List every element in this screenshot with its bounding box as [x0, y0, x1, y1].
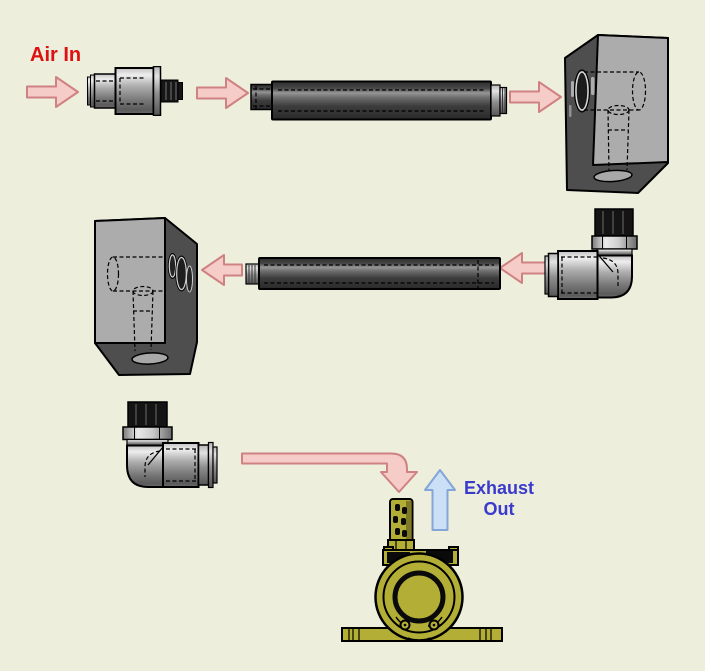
motor-body	[374, 552, 464, 642]
air-in-label: Air In	[30, 44, 82, 66]
push-connect-port	[162, 442, 200, 488]
hex-nut	[122, 426, 173, 441]
bottom-port-hole	[131, 352, 169, 365]
manifold-block-left	[94, 217, 198, 376]
flow-arrow-right-icon	[196, 77, 249, 109]
hex-nut	[591, 235, 638, 250]
exhaust-out-line1: Exhaust	[463, 478, 535, 498]
elbow-fitting-left	[122, 401, 218, 489]
muffler-holes	[393, 504, 407, 537]
inlet-port-hole	[575, 71, 589, 111]
exhaust-arrow-up-icon	[424, 469, 456, 531]
straight-fitting	[87, 66, 183, 116]
flow-arrow-left-icon	[201, 254, 243, 286]
manifold-block-right	[564, 34, 669, 194]
tube-top	[250, 80, 508, 121]
threaded-end	[127, 401, 168, 428]
side-port-hole	[176, 256, 187, 291]
flow-arrow-right-icon	[26, 76, 79, 108]
air-motor	[341, 498, 503, 642]
flow-arrow-right-icon	[509, 81, 562, 113]
elbow-fitting-right	[544, 208, 638, 300]
tube-middle	[245, 257, 501, 290]
threaded-end	[594, 208, 634, 237]
flow-arrow-bent-down-icon	[241, 452, 418, 493]
exhaust-out-label: Exhaust Out	[453, 478, 545, 520]
push-connect-port	[557, 250, 599, 300]
bottom-port-hole	[593, 169, 633, 183]
exhaust-out-line2: Out	[483, 499, 515, 519]
flow-arrow-left-icon	[499, 252, 547, 284]
